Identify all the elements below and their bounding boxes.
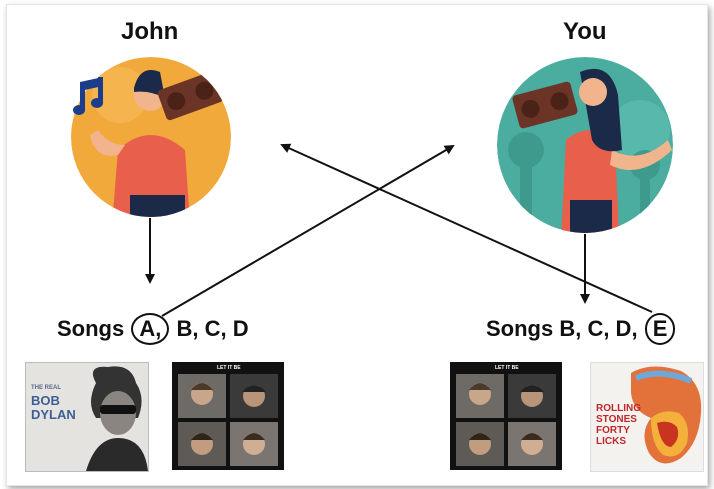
let-it-be-title-right: LET IT BE [495, 365, 519, 371]
album-let-it-be-left: LET IT BE [172, 362, 284, 470]
john-name-label: John [121, 18, 179, 45]
stones-line-1: ROLLING [596, 403, 641, 414]
you-name-label: You [563, 18, 607, 45]
you-songs-label: Songs B, C, D, E [486, 313, 676, 345]
beatles-faces-left [191, 383, 266, 455]
stones-line-3: FORTY [596, 425, 630, 436]
album-rolling-stones: ROLLING STONES FORTY LICKS [590, 362, 704, 472]
john-songs-rest: B, C, D [176, 316, 249, 341]
dylan-small-text: THE REAL [31, 385, 61, 391]
song-a-circled: A, [131, 313, 170, 345]
stones-line-4: LICKS [596, 436, 626, 447]
song-e-circled: E [644, 313, 676, 345]
you-songs-prefix: Songs B, C, D, [486, 316, 638, 341]
dylan-portrait [26, 363, 148, 471]
let-it-be-title-left: LET IT BE [217, 365, 241, 371]
stones-tongue-logo [631, 366, 702, 464]
john-songs-prefix: Songs [57, 316, 125, 341]
beatles-faces-right [469, 383, 544, 455]
album-let-it-be-right: LET IT BE [450, 362, 562, 470]
album-bob-dylan: THE REAL BOB DYLAN [25, 362, 149, 472]
dylan-title-line1: BOB [31, 393, 60, 408]
dylan-title-line2: DYLAN [31, 407, 76, 422]
john-songs-label: Songs A, B, C, D [57, 313, 249, 345]
stones-line-2: STONES [596, 414, 637, 425]
